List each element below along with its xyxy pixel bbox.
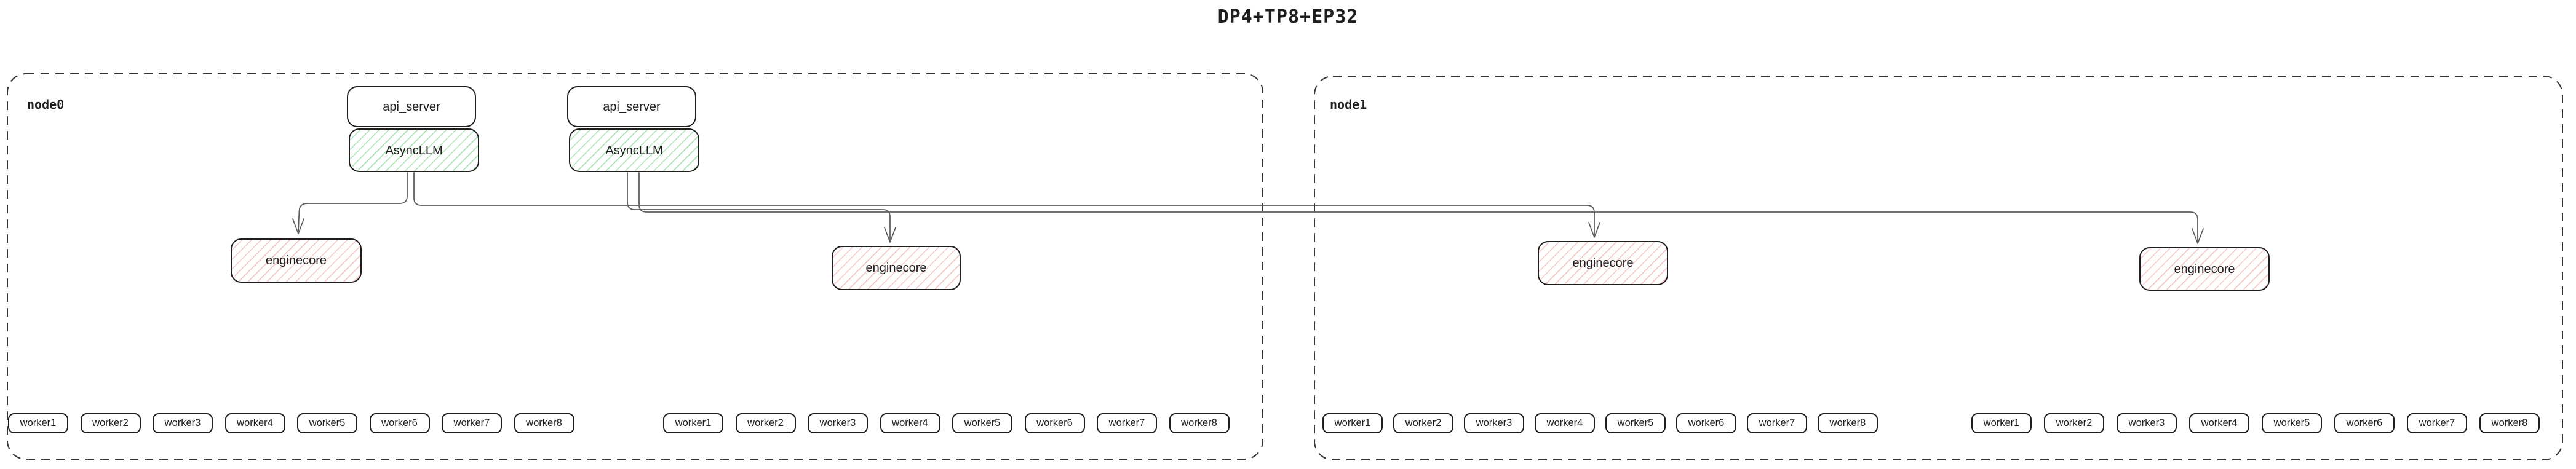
node0-label: node0 xyxy=(27,97,65,112)
worker-group-node0-1: worker1 worker2 worker3 worker4 worker5 worke… xyxy=(8,413,574,433)
worker-label: worker4 xyxy=(2201,417,2238,429)
worker-box: worker3 xyxy=(808,413,868,433)
worker-label: worker8 xyxy=(526,417,562,429)
worker-box: worker7 xyxy=(1097,413,1157,433)
worker-label: worker4 xyxy=(1546,417,1583,429)
worker-box: worker6 xyxy=(1676,413,1736,433)
worker-label: worker7 xyxy=(1759,417,1795,429)
arrowhead-enginecore3 xyxy=(1588,222,1600,238)
worker-label: worker3 xyxy=(2128,417,2165,429)
worker-box: worker5 xyxy=(297,413,357,433)
api-server-box-1: api_server xyxy=(347,86,476,127)
worker-label: worker8 xyxy=(2491,417,2528,429)
worker-box: worker4 xyxy=(880,413,940,433)
worker-label: worker7 xyxy=(453,417,490,429)
enginecore-box-2: enginecore xyxy=(832,246,961,290)
worker-label: worker5 xyxy=(964,417,1001,429)
worker-box: worker4 xyxy=(2189,413,2249,433)
worker-box: worker3 xyxy=(153,413,213,433)
worker-label: worker8 xyxy=(1829,417,1866,429)
worker-box: worker1 xyxy=(663,413,723,433)
worker-box: worker6 xyxy=(1024,413,1085,433)
node1-label: node1 xyxy=(1330,97,1367,112)
worker-group-node1-2: worker1 worker2 worker3 worker4 worker5 worke… xyxy=(1971,413,2540,433)
worker-box: worker2 xyxy=(1393,413,1453,433)
arrow-asyncllm2-to-enginecore2 xyxy=(627,172,891,240)
worker-label: worker5 xyxy=(1617,417,1654,429)
diagram-title: DP4+TP8+EP32 xyxy=(1217,6,1359,28)
worker-box: worker8 xyxy=(1169,413,1230,433)
worker-label: worker1 xyxy=(675,417,712,429)
worker-label: worker4 xyxy=(237,417,273,429)
worker-label: worker7 xyxy=(1108,417,1145,429)
worker-box: worker5 xyxy=(1605,413,1666,433)
worker-label: worker4 xyxy=(892,417,928,429)
arrow-asyncllm1-to-enginecore1 xyxy=(298,172,408,232)
worker-label: worker5 xyxy=(309,417,346,429)
arrowhead-enginecore4 xyxy=(2192,228,2204,244)
worker-box: worker2 xyxy=(2044,413,2104,433)
worker-box: worker2 xyxy=(735,413,796,433)
worker-label: worker5 xyxy=(2273,417,2310,429)
worker-box: worker7 xyxy=(1747,413,1807,433)
worker-box: worker1 xyxy=(8,413,68,433)
worker-box: worker5 xyxy=(952,413,1012,433)
worker-box: worker1 xyxy=(1971,413,2032,433)
worker-box: worker3 xyxy=(1464,413,1524,433)
arrowhead-enginecore1 xyxy=(292,218,304,234)
worker-box: worker5 xyxy=(2262,413,2322,433)
worker-label: worker3 xyxy=(164,417,201,429)
worker-label: worker8 xyxy=(1181,417,1217,429)
worker-box: worker6 xyxy=(369,413,430,433)
worker-box: worker6 xyxy=(2334,413,2395,433)
worker-label: worker2 xyxy=(747,417,784,429)
worker-label: worker2 xyxy=(2056,417,2093,429)
api-server-box-2: api_server xyxy=(567,86,696,127)
worker-label: worker1 xyxy=(1983,417,2020,429)
worker-label: worker7 xyxy=(2419,417,2455,429)
arrowhead-enginecore2 xyxy=(884,227,896,243)
worker-box: worker1 xyxy=(1322,413,1383,433)
node0-boundary xyxy=(7,73,1263,460)
worker-box: worker7 xyxy=(2407,413,2467,433)
worker-label: worker6 xyxy=(2346,417,2383,429)
worker-label: worker1 xyxy=(1334,417,1371,429)
worker-group-node1-1: worker1 worker2 worker3 worker4 worker5 worke… xyxy=(1322,413,1878,433)
worker-label: worker2 xyxy=(92,417,129,429)
worker-box: worker8 xyxy=(2479,413,2540,433)
worker-box: worker4 xyxy=(225,413,285,433)
enginecore-box-3: enginecore xyxy=(1538,241,1668,285)
worker-box: worker4 xyxy=(1535,413,1595,433)
worker-box: worker8 xyxy=(1818,413,1878,433)
worker-box: worker7 xyxy=(442,413,502,433)
worker-box: worker8 xyxy=(514,413,574,433)
node1-boundary xyxy=(1314,76,2563,460)
worker-box: worker3 xyxy=(2117,413,2177,433)
arrow-asyncllm2-to-enginecore4 xyxy=(638,172,2198,242)
worker-label: worker6 xyxy=(1036,417,1073,429)
worker-label: worker6 xyxy=(1688,417,1725,429)
worker-label: worker3 xyxy=(1476,417,1513,429)
worker-label: worker3 xyxy=(819,417,856,429)
worker-box: worker2 xyxy=(80,413,141,433)
enginecore-box-1: enginecore xyxy=(231,238,362,283)
asyncllm-box-1: AsyncLLM xyxy=(349,128,479,172)
asyncllm-box-2: AsyncLLM xyxy=(569,128,699,172)
arrow-asyncllm1-to-enginecore3 xyxy=(413,172,1595,235)
worker-label: worker1 xyxy=(20,417,57,429)
worker-group-node0-2: worker1 worker2 worker3 worker4 worker5 worke… xyxy=(663,413,1230,433)
worker-label: worker2 xyxy=(1405,417,1442,429)
worker-label: worker6 xyxy=(381,417,418,429)
enginecore-box-4: enginecore xyxy=(2139,247,2270,291)
